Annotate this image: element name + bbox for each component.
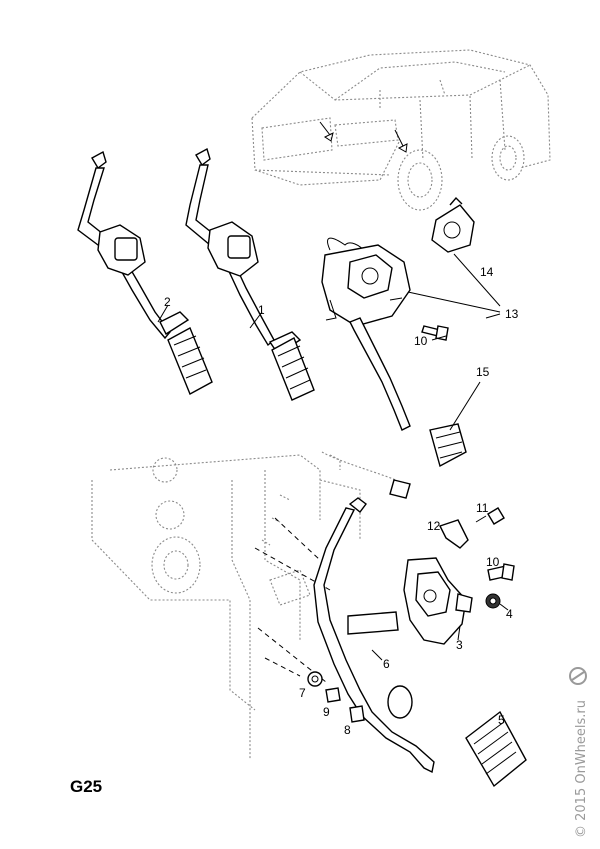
callout-12: 12 [427, 519, 441, 533]
small-parts [307, 507, 515, 723]
leader-lines [157, 253, 509, 661]
callout-11: 11 [476, 501, 489, 515]
callout-1: 1 [258, 303, 265, 317]
pedal-assembly-2 [77, 150, 213, 395]
vehicle-illustration [251, 49, 551, 211]
cap-8 [349, 705, 365, 723]
throttle-cable [321, 451, 411, 499]
clip-12 [439, 519, 469, 549]
watermark: © 2015 OnWheels.ru [569, 667, 589, 838]
bulkhead-illustration [91, 454, 361, 760]
callout-9: 9 [323, 705, 330, 719]
callout-13: 13 [505, 307, 519, 321]
screw-11 [487, 507, 505, 525]
callout-8: 8 [344, 723, 351, 737]
callout-10-upper: 10 [414, 334, 428, 348]
callout-7: 7 [299, 686, 306, 700]
brand-logo-icon [569, 667, 587, 685]
pedal-pad-5 [465, 710, 527, 788]
pedal-assembly-13 [321, 237, 467, 468]
pedal-assembly-1 [185, 147, 315, 401]
bracket-3 [403, 557, 473, 645]
callout-5: 5 [498, 713, 505, 727]
callout-labels: 2 1 14 13 10 15 11 12 10 4 3 6 7 9 8 5 [164, 265, 519, 737]
stud-9 [325, 687, 341, 703]
watermark-text: © 2015 OnWheels.ru [574, 700, 589, 838]
bushing-7 [307, 671, 323, 687]
pedal-arm-6 [313, 497, 435, 774]
callout-4: 4 [506, 607, 513, 621]
callout-15: 15 [476, 365, 490, 379]
diagram-code: G25 [70, 777, 102, 796]
callout-6: 6 [383, 657, 390, 671]
callout-10-lower: 10 [486, 555, 500, 569]
sensor-14 [431, 196, 475, 253]
callout-2: 2 [164, 295, 171, 309]
callout-14: 14 [480, 265, 494, 279]
callout-3: 3 [456, 638, 463, 652]
